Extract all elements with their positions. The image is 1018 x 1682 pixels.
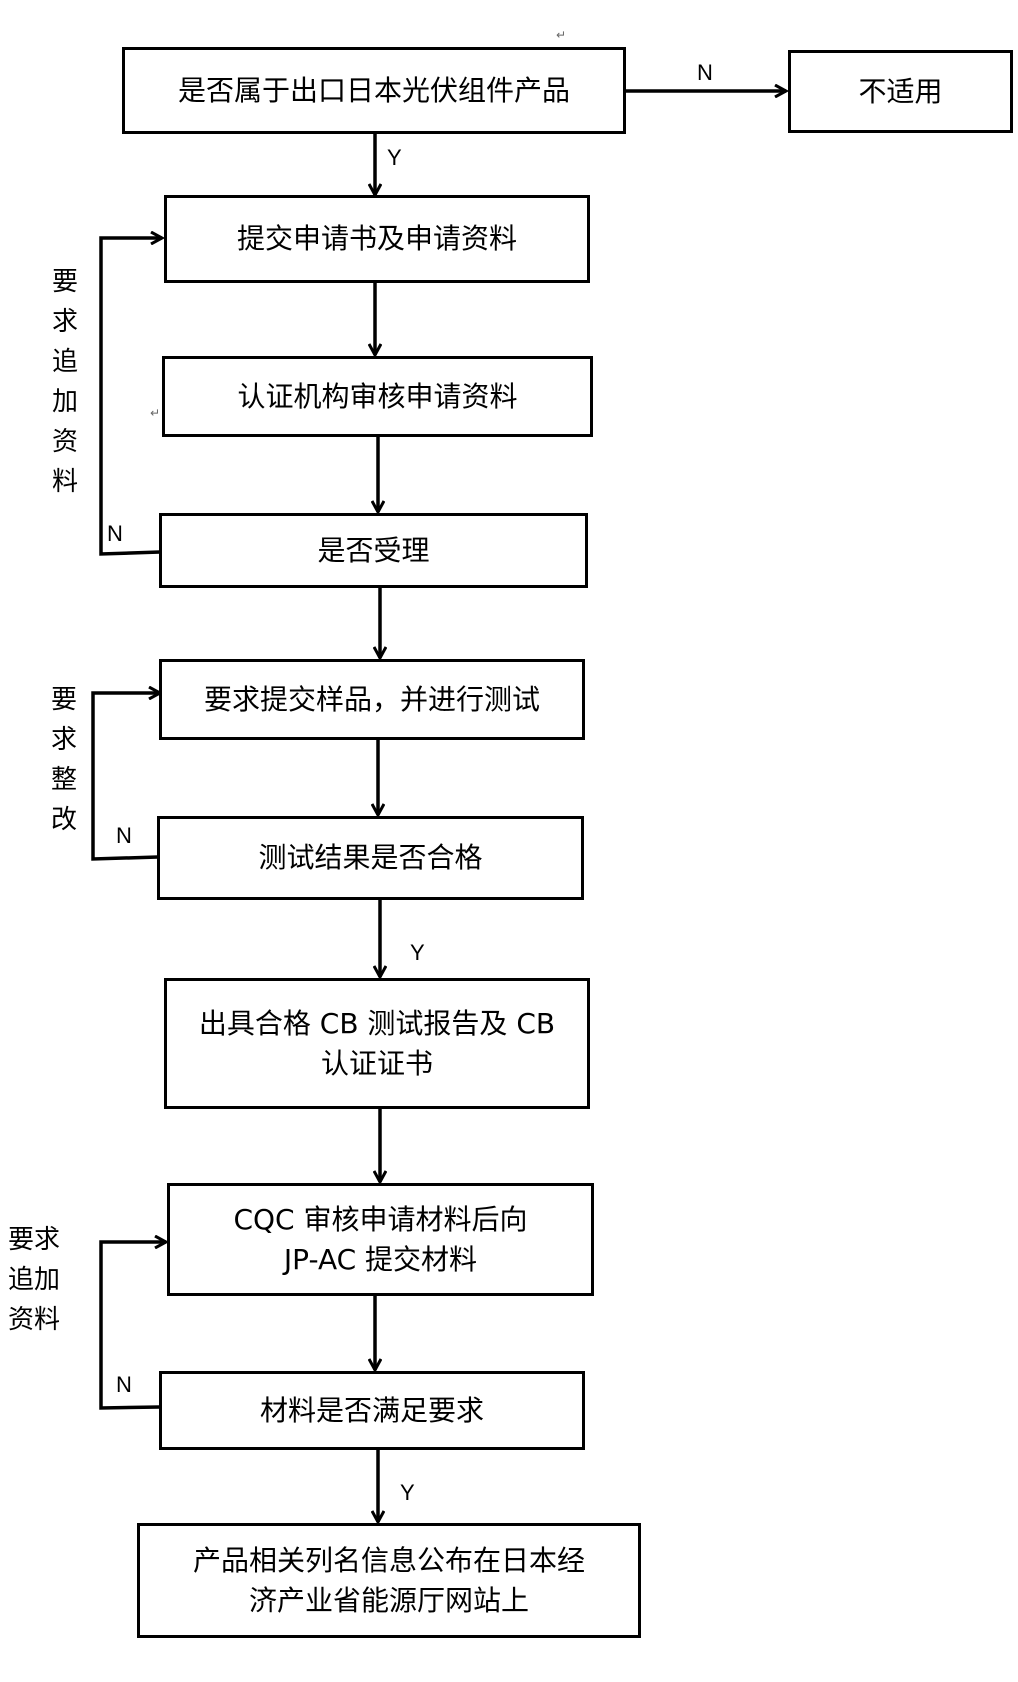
edge-label-no-not-applicable: N (697, 60, 713, 85)
edge-label-no-loop-1: N (107, 521, 123, 546)
node-issue-cb-line1: 出具合格 CB 测试报告及 CB (198, 1007, 556, 1041)
node-cqc-submit-line1: CQC 审核申请材料后向 (233, 1203, 528, 1237)
side-note-add-materials-2: 要求 追加 资料 (8, 1220, 60, 1340)
side-note-char: 料 (51, 467, 78, 497)
node-cqc-submit-text: CQC 审核申请材料后向 JP-AC 提交材料 (233, 1200, 527, 1278)
node-submit-samples: 要求提交样品，并进行测试 (159, 659, 585, 740)
node-export-question: 是否属于出口日本光伏组件产品 (122, 47, 626, 134)
node-accept-text: 是否受理 (317, 533, 430, 567)
node-not-applicable-text: 不适用 (858, 74, 943, 108)
node-not-applicable: 不适用 (788, 50, 1013, 133)
node-export-question-text: 是否属于出口日本光伏组件产品 (177, 73, 570, 107)
edge-label-yes-2: Y (410, 940, 425, 965)
node-accept: 是否受理 (159, 513, 588, 588)
loop-materials-to-cqc (99, 1242, 166, 1410)
side-note-rectify: 要 求 整 改 (47, 680, 81, 840)
node-issue-cb: 出具合格 CB 测试报告及 CB 认证证书 (164, 978, 590, 1109)
side-note-char: 整 (50, 765, 77, 795)
node-publish-line1: 产品相关列名信息公布在日本经 (192, 1544, 585, 1578)
node-issue-cb-line2: 认证证书 (320, 1046, 433, 1080)
node-cqc-submit-line2: JP-AC 提交材料 (283, 1242, 478, 1276)
node-test-pass: 测试结果是否合格 (157, 816, 584, 900)
side-note-char: 要 (50, 685, 77, 715)
side-note-line: 要求 (8, 1225, 61, 1255)
node-submit-samples-text: 要求提交样品，并进行测试 (203, 682, 540, 716)
side-note-char: 求 (51, 307, 78, 337)
node-issue-cb-text: 出具合格 CB 测试报告及 CB 认证证书 (199, 1004, 555, 1082)
node-submit-application-text: 提交申请书及申请资料 (236, 222, 517, 256)
node-review-application-text: 认证机构审核申请资料 (237, 379, 518, 413)
loop-test-to-samples (91, 693, 160, 861)
side-note-char: 追 (51, 347, 78, 377)
node-test-pass-text: 测试结果是否合格 (258, 841, 483, 875)
loop-accept-to-submit (99, 238, 162, 556)
side-note-add-materials-1: 要 求 追 加 资 料 (48, 262, 82, 502)
node-publish-text: 产品相关列名信息公布在日本经 济产业省能源厅网站上 (193, 1541, 585, 1619)
edge-label-yes-1: Y (387, 145, 402, 170)
side-note-char: 加 (51, 387, 78, 417)
edge-label-yes-3: Y (400, 1480, 415, 1505)
node-materials-ok: 材料是否满足要求 (159, 1371, 585, 1450)
edge-label-no-loop-3: N (116, 1372, 132, 1397)
node-materials-ok-text: 材料是否满足要求 (259, 1393, 484, 1427)
side-note-char: 资 (51, 427, 78, 457)
side-note-line: 资料 (8, 1305, 61, 1335)
node-review-application: 认证机构审核申请资料 (162, 356, 593, 437)
side-note-char: 要 (51, 267, 78, 297)
side-note-line: 追加 (8, 1265, 61, 1295)
node-submit-application: 提交申请书及申请资料 (164, 195, 590, 283)
edge-label-no-loop-2: N (116, 823, 132, 848)
paragraph-mark: ↵ (150, 406, 161, 420)
node-cqc-submit: CQC 审核申请材料后向 JP-AC 提交材料 (167, 1183, 594, 1296)
node-publish-line2: 济产业省能源厅网站上 (248, 1583, 529, 1617)
side-note-char: 改 (50, 805, 77, 835)
side-note-char: 求 (50, 725, 77, 755)
node-publish: 产品相关列名信息公布在日本经 济产业省能源厅网站上 (137, 1523, 641, 1638)
paragraph-mark: ↵ (556, 28, 567, 42)
